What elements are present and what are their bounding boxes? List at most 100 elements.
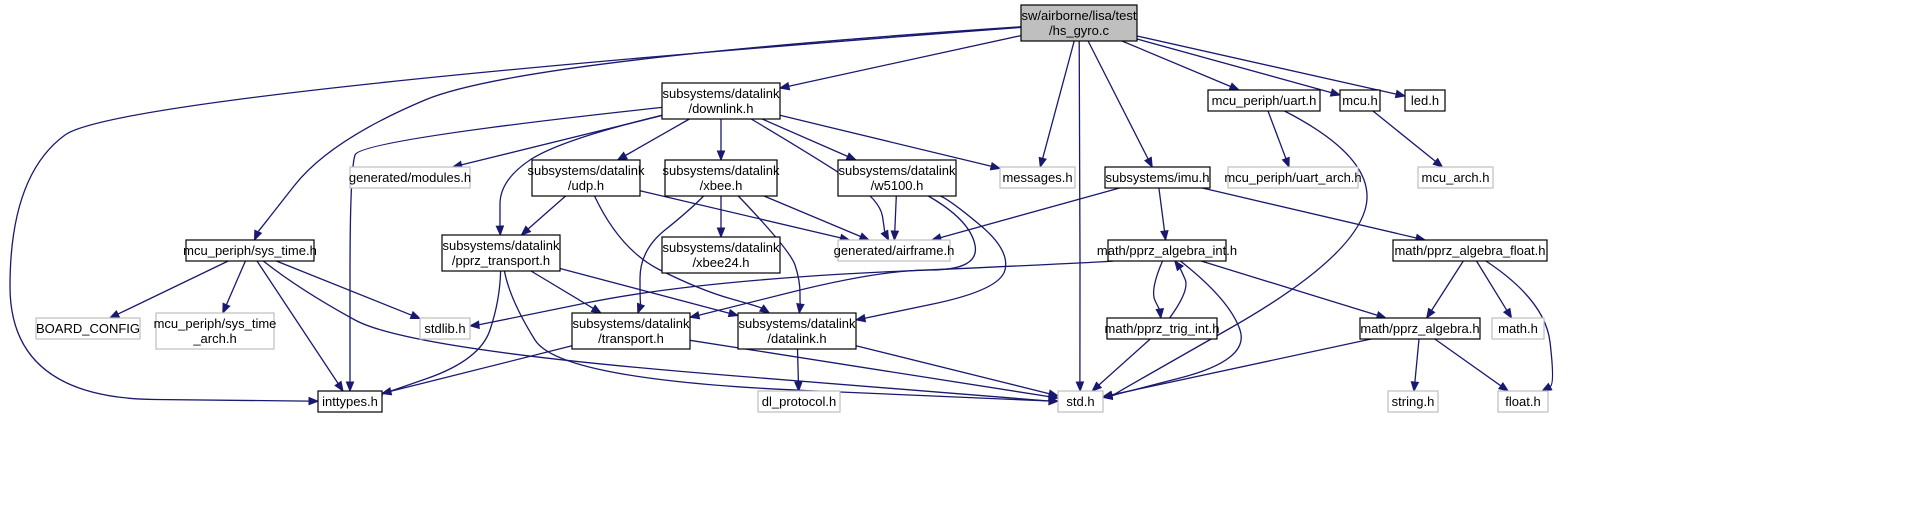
node-box	[837, 159, 957, 197]
node-box	[1404, 89, 1446, 112]
node-label-line: subsystems/datalink	[838, 163, 956, 178]
node-box	[419, 317, 471, 340]
node-label-line: messages.h	[1002, 170, 1072, 185]
node-downlink[interactable]: subsystems/datalink/downlink.h	[661, 82, 781, 120]
edge-line	[894, 195, 897, 232]
edge-hs_gyro-to-sys_time	[253, 26, 1022, 242]
edge-w5100-to-datalink	[854, 195, 1007, 323]
edge-arrowhead	[1502, 307, 1513, 320]
edge-arrowhead	[590, 304, 603, 314]
node-label-line: math/pprz_algebra_int.h	[1097, 243, 1237, 258]
node-box	[1417, 166, 1494, 189]
edge-arrowhead	[253, 229, 263, 242]
edge-xbee-to-gen_airframe	[763, 195, 871, 241]
nodes-layer: sw/airborne/lisa/test/hs_gyro.csubsystem…	[35, 4, 1549, 413]
edge-arrowhead	[520, 225, 532, 236]
node-uart-arch: mcu_periph/uart_arch.h	[1224, 166, 1362, 189]
edge-udp-to-datalink	[593, 195, 771, 314]
edge-line	[737, 195, 802, 306]
edge-arrowhead	[616, 151, 629, 161]
node-led[interactable]: led.h	[1404, 89, 1446, 112]
node-std: std.h	[1057, 390, 1104, 413]
node-box	[757, 390, 841, 413]
node-box	[1227, 166, 1359, 189]
edge-arrowhead	[1425, 307, 1436, 320]
edge-xbee-to-xbee24	[716, 196, 726, 239]
node-udp[interactable]: subsystems/datalink/udp.h	[527, 159, 645, 197]
node-messages: messages.h	[999, 166, 1076, 189]
node-transport[interactable]: subsystems/datalink/transport.h	[571, 312, 691, 350]
node-label-line: math.h	[1498, 321, 1538, 336]
node-pprz-algebra-int[interactable]: math/pprz_algebra_int.h	[1097, 239, 1237, 262]
node-pprz-transport[interactable]: subsystems/datalink/pprz_transport.h	[441, 234, 561, 272]
node-box	[737, 312, 857, 350]
node-box	[661, 82, 781, 120]
node-box	[664, 159, 778, 197]
node-datalink[interactable]: subsystems/datalink/datalink.h	[737, 312, 857, 350]
node-w5100[interactable]: subsystems/datalink/w5100.h	[837, 159, 957, 197]
edge-hs_gyro-to-inttypes	[9, 26, 1022, 406]
edge-line	[1111, 110, 1368, 397]
edge-datalink-to-std	[855, 345, 1060, 398]
node-dl-protocol: dl_protocol.h	[757, 390, 841, 413]
edge-downlink-to-inttypes	[345, 106, 663, 393]
node-inttypes[interactable]: inttypes.h	[317, 390, 383, 413]
edge-line	[117, 260, 229, 315]
node-math-h: math.h	[1491, 317, 1545, 340]
edge-line	[1087, 40, 1149, 160]
edge-arrowhead	[1541, 382, 1553, 392]
node-label-line: mcu_periph/uart_arch.h	[1224, 170, 1361, 185]
node-label-line: _arch.h	[192, 331, 236, 346]
edge-arrowhead	[1173, 259, 1184, 272]
node-mcu[interactable]: mcu.h	[1339, 89, 1381, 112]
edge-sys_time-to-inttypes	[256, 260, 344, 393]
edge-arrowhead	[1281, 156, 1290, 169]
node-sys-time[interactable]: mcu_periph/sys_time.h	[183, 239, 317, 262]
node-label-line: /w5100.h	[871, 178, 924, 193]
edge-line	[1169, 267, 1187, 319]
node-label-line: subsystems/datalink	[527, 163, 645, 178]
edge-arrowhead	[727, 308, 740, 318]
node-label-line: inttypes.h	[322, 394, 378, 409]
node-pprz-trig-int[interactable]: math/pprz_trig_int.h	[1105, 317, 1220, 340]
node-box	[1497, 390, 1549, 413]
edge-udp-to-pprz_transport	[520, 195, 567, 236]
edge-arrowhead	[854, 313, 867, 323]
node-pprz-algebra[interactable]: math/pprz_algebra.h	[1359, 317, 1481, 340]
node-xbee24[interactable]: subsystems/datalink/xbee24.h	[661, 236, 781, 274]
node-label-line: subsystems/datalink	[662, 163, 780, 178]
node-pprz-algebra-float[interactable]: math/pprz_algebra_float.h	[1392, 239, 1548, 262]
node-uart[interactable]: mcu_periph/uart.h	[1207, 89, 1321, 112]
edge-line	[1434, 338, 1502, 387]
node-box	[661, 236, 781, 274]
edge-line	[499, 114, 663, 227]
edge-arrowhead	[1394, 89, 1407, 99]
edge-line	[1042, 40, 1075, 159]
edge-arrowhead	[1047, 389, 1060, 398]
node-xbee[interactable]: subsystems/datalink/xbee.h	[662, 159, 780, 197]
edge-line	[1098, 338, 1151, 386]
edge-line	[1267, 110, 1287, 159]
edge-arrowhead	[345, 381, 355, 393]
edge-line	[593, 195, 763, 309]
edge-line	[1158, 187, 1166, 232]
edge-sys_time-to-sys_time_arch	[222, 260, 246, 315]
node-box	[1104, 166, 1211, 189]
edge-line	[256, 260, 339, 384]
edge-line	[276, 260, 412, 316]
edge-line	[788, 34, 1022, 87]
edge-line	[625, 118, 690, 157]
edge-arrowhead	[716, 150, 726, 162]
edge-line	[527, 195, 567, 230]
edge-line	[9, 26, 1022, 402]
node-imu[interactable]: subsystems/imu.h	[1104, 166, 1211, 189]
node-label-line: subsystems/imu.h	[1105, 170, 1209, 185]
edge-line	[503, 270, 1050, 402]
node-box	[999, 166, 1076, 189]
edge-downlink-to-udp	[616, 118, 690, 161]
edge-line	[1202, 187, 1417, 239]
edge-arrowhead	[890, 230, 900, 242]
node-label-line: mcu.h	[1342, 93, 1377, 108]
edge-arrowhead	[858, 232, 871, 241]
edge-pprz_transport-to-datalink	[559, 267, 740, 318]
